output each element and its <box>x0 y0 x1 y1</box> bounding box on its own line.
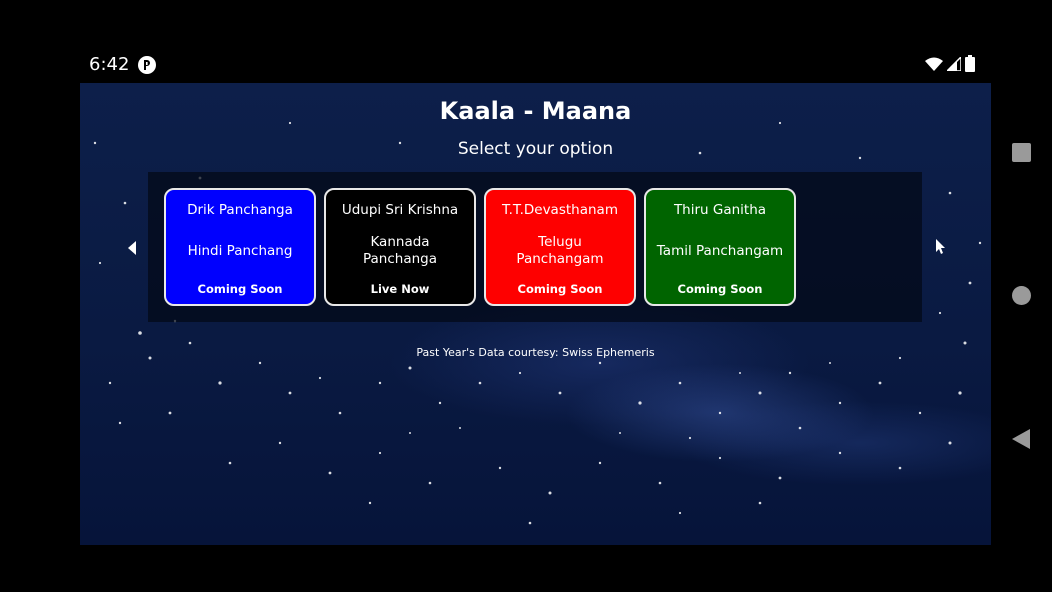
carousel-panel: Drik Panchanga Hindi Panchang Coming Soo… <box>148 172 922 322</box>
card-udupi-sri-krishna[interactable]: Udupi Sri Krishna Kannada Panchanga Live… <box>324 188 476 306</box>
card-status: Coming Soon <box>197 282 283 296</box>
recents-button[interactable] <box>1012 143 1031 167</box>
card-tt-devasthanam[interactable]: T.T.Devasthanam Telugu Panchangam Coming… <box>484 188 636 306</box>
app-subtitle: Select your option <box>457 139 614 159</box>
card-status: Coming Soon <box>677 282 763 296</box>
card-title: Thiru Ganitha <box>673 202 767 218</box>
home-button[interactable] <box>1012 286 1031 310</box>
app-title: Kaala - Maana <box>439 97 632 125</box>
card-subtitle: Telugu Panchangam <box>516 234 604 267</box>
system-nav-bar <box>991 83 1052 592</box>
home-circle-icon <box>1012 286 1031 305</box>
battery-icon <box>965 55 975 77</box>
back-triangle-icon <box>1012 429 1030 449</box>
card-status: Live Now <box>370 282 430 296</box>
card-thiru-ganitha[interactable]: Thiru Ganitha Tamil Panchangam Coming So… <box>644 188 796 306</box>
back-button[interactable] <box>1012 429 1030 454</box>
recents-square-icon <box>1012 143 1031 162</box>
card-title: T.T.Devasthanam <box>502 202 618 218</box>
app-viewport: Kaala - Maana Select your option Drik Pa… <box>80 83 991 545</box>
carousel-prev-button[interactable] <box>128 241 136 255</box>
card-drik-panchanga[interactable]: Drik Panchanga Hindi Panchang Coming Soo… <box>164 188 316 306</box>
starfield-background <box>93 121 982 525</box>
data-credit-text: Past Year's Data courtesy: Swiss Ephemer… <box>416 346 655 359</box>
cellular-signal-icon <box>945 54 962 76</box>
card-subtitle: Kannada Panchanga <box>362 234 437 267</box>
app-notification-icon <box>138 56 156 74</box>
chevron-right-icon <box>936 239 945 254</box>
card-title: Drik Panchanga <box>187 202 293 218</box>
card-status: Coming Soon <box>517 282 603 296</box>
system-icons <box>925 54 975 77</box>
card-subtitle: Tamil Panchangam <box>656 242 784 259</box>
status-bar: 6:42 <box>0 0 1052 83</box>
card-subtitle: Hindi Panchang <box>187 242 293 259</box>
card-title: Udupi Sri Krishna <box>341 202 459 218</box>
status-clock: 6:42 <box>89 54 130 75</box>
wifi-icon <box>925 57 943 76</box>
